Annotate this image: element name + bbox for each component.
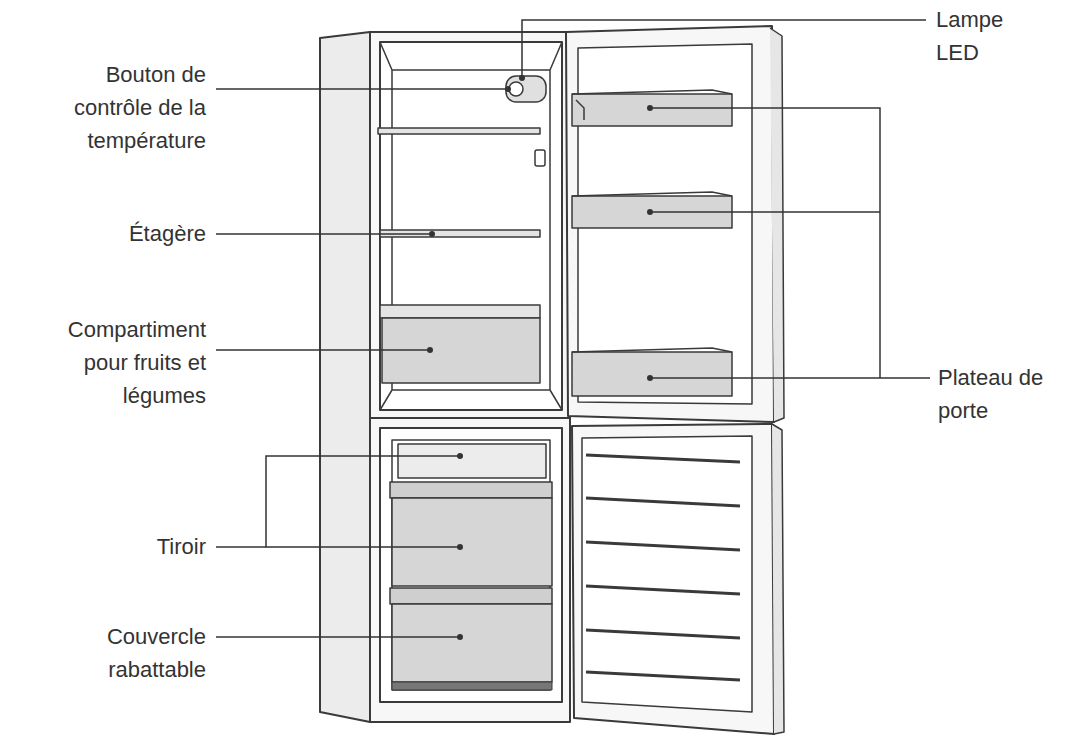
part-label: Plateau de porte bbox=[938, 361, 1070, 427]
part-label: Compartiment pour fruits et légumes bbox=[41, 313, 206, 412]
part-label: Bouton de contrôle de la température bbox=[41, 58, 206, 157]
part-label: Tiroir bbox=[41, 530, 206, 563]
part-label: Couvercle rabattable bbox=[41, 620, 206, 686]
leader-lines bbox=[216, 20, 930, 637]
part-label: Lampe LED bbox=[936, 3, 1028, 69]
part-label: Étagère bbox=[41, 217, 206, 250]
leader-dots bbox=[427, 75, 653, 640]
